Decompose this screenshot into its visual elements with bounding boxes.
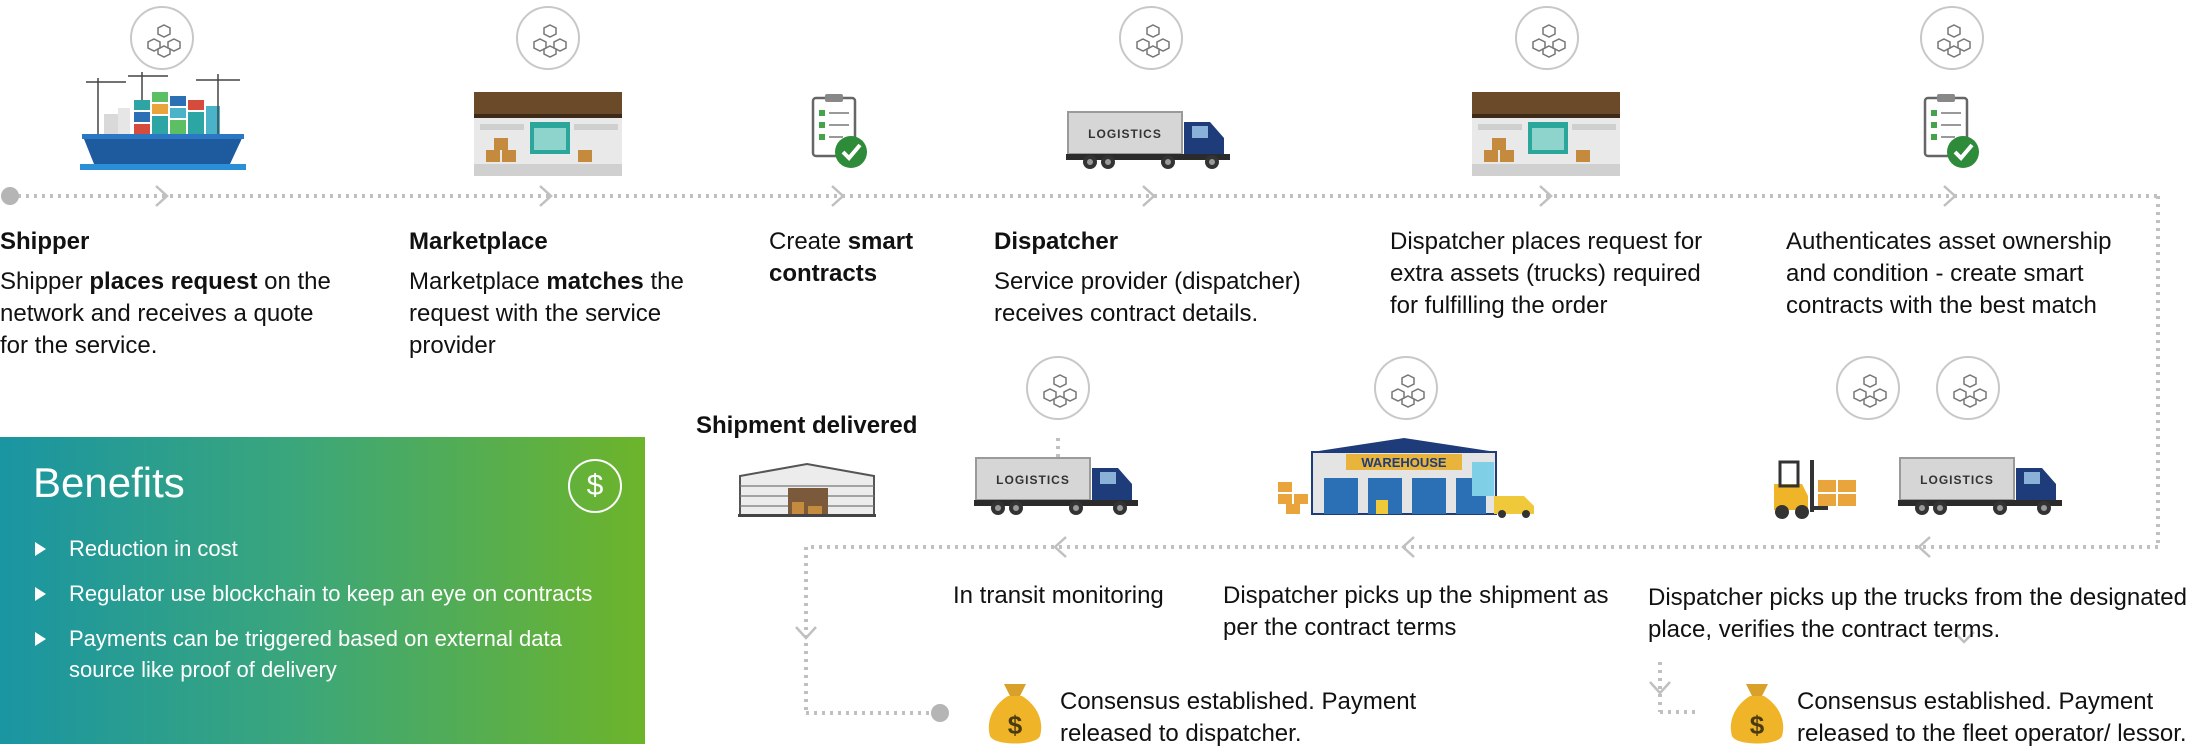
warehouse-icon: WAREHOUSE: [1278, 438, 1534, 518]
ship-icon: [80, 72, 246, 170]
step-shipper-desc: Shipper places request on the network an…: [0, 268, 331, 359]
warehouse-icon: [474, 92, 622, 176]
step-marketplace-title: Marketplace: [409, 228, 548, 255]
svg-text:$: $: [1008, 710, 1023, 740]
truck-icon: LOGISTICS: [1066, 111, 1230, 169]
benefit-item: Reduction in cost: [33, 533, 623, 564]
step-shipper-title: Shipper: [0, 228, 90, 255]
truck-icon: LOGISTICS: [974, 457, 1138, 515]
svg-text:$: $: [1750, 710, 1765, 740]
step-dispatcher-desc: Service provider (dispatcher) receives c…: [994, 268, 1301, 327]
checklist-icon: [1923, 94, 1979, 168]
blockchain-icon: [516, 6, 580, 70]
warehouse-icon: [1472, 92, 1620, 176]
pickup-shipment-label: Dispatcher picks up the shipment as per …: [1223, 582, 1609, 641]
step-extra-assets-desc: Dispatcher places request for extra asse…: [1390, 228, 1703, 319]
money-bag-icon: $: [988, 684, 1042, 744]
benefits-list: Reduction in cost Regulator use blockcha…: [33, 533, 623, 699]
blockchain-icon: [1119, 6, 1183, 70]
step-marketplace-desc: Marketplace matches the request with the…: [409, 268, 684, 359]
benefits-panel: Benefits $ Reduction in cost Regulator u…: [0, 437, 645, 744]
blockchain-icon: [130, 6, 194, 70]
in-transit-label: In transit monitoring: [953, 582, 1164, 609]
svg-text:LOGISTICS: LOGISTICS: [996, 473, 1070, 487]
shipment-delivered-label: Shipment delivered: [696, 412, 918, 439]
bullet-arrow-icon: [35, 587, 46, 601]
step-authenticates-desc: Authenticates asset ownership and condit…: [1786, 228, 2112, 319]
step-dispatcher-title: Dispatcher: [994, 228, 1119, 255]
benefit-item: Regulator use blockchain to keep an eye …: [33, 578, 623, 609]
truck-icon: LOGISTICS: [1898, 457, 2062, 515]
blockchain-icon: [1920, 6, 1984, 70]
pickup-trucks-label: Dispatcher picks up the trucks from the …: [1648, 584, 2187, 643]
svg-text:LOGISTICS: LOGISTICS: [1920, 473, 1994, 487]
benefit-item: Payments can be triggered based on exter…: [33, 623, 623, 685]
consensus-dispatcher-label: Consensus established. Payment released …: [1060, 688, 1417, 747]
warehouse-icon: [738, 462, 876, 517]
benefits-title: Benefits: [33, 459, 185, 506]
step-smart-contracts: Create smart contracts: [769, 228, 914, 287]
svg-text:LOGISTICS: LOGISTICS: [1088, 127, 1162, 141]
forklift-icon: [1774, 460, 1856, 519]
money-bag-icon: $: [1730, 684, 1784, 744]
blockchain-icon: [1374, 356, 1438, 420]
blockchain-icon: [1026, 356, 1090, 420]
blockchain-icon: [1515, 6, 1579, 70]
dollar-icon: $: [568, 459, 622, 513]
blockchain-icon: [1936, 356, 2000, 420]
checklist-icon: [811, 94, 867, 168]
bullet-arrow-icon: [35, 542, 46, 556]
blockchain-icon: [1836, 356, 1900, 420]
svg-text:WAREHOUSE: WAREHOUSE: [1361, 455, 1447, 470]
consensus-lessor-label: Consensus established. Payment released …: [1797, 688, 2187, 747]
bullet-arrow-icon: [35, 632, 46, 646]
